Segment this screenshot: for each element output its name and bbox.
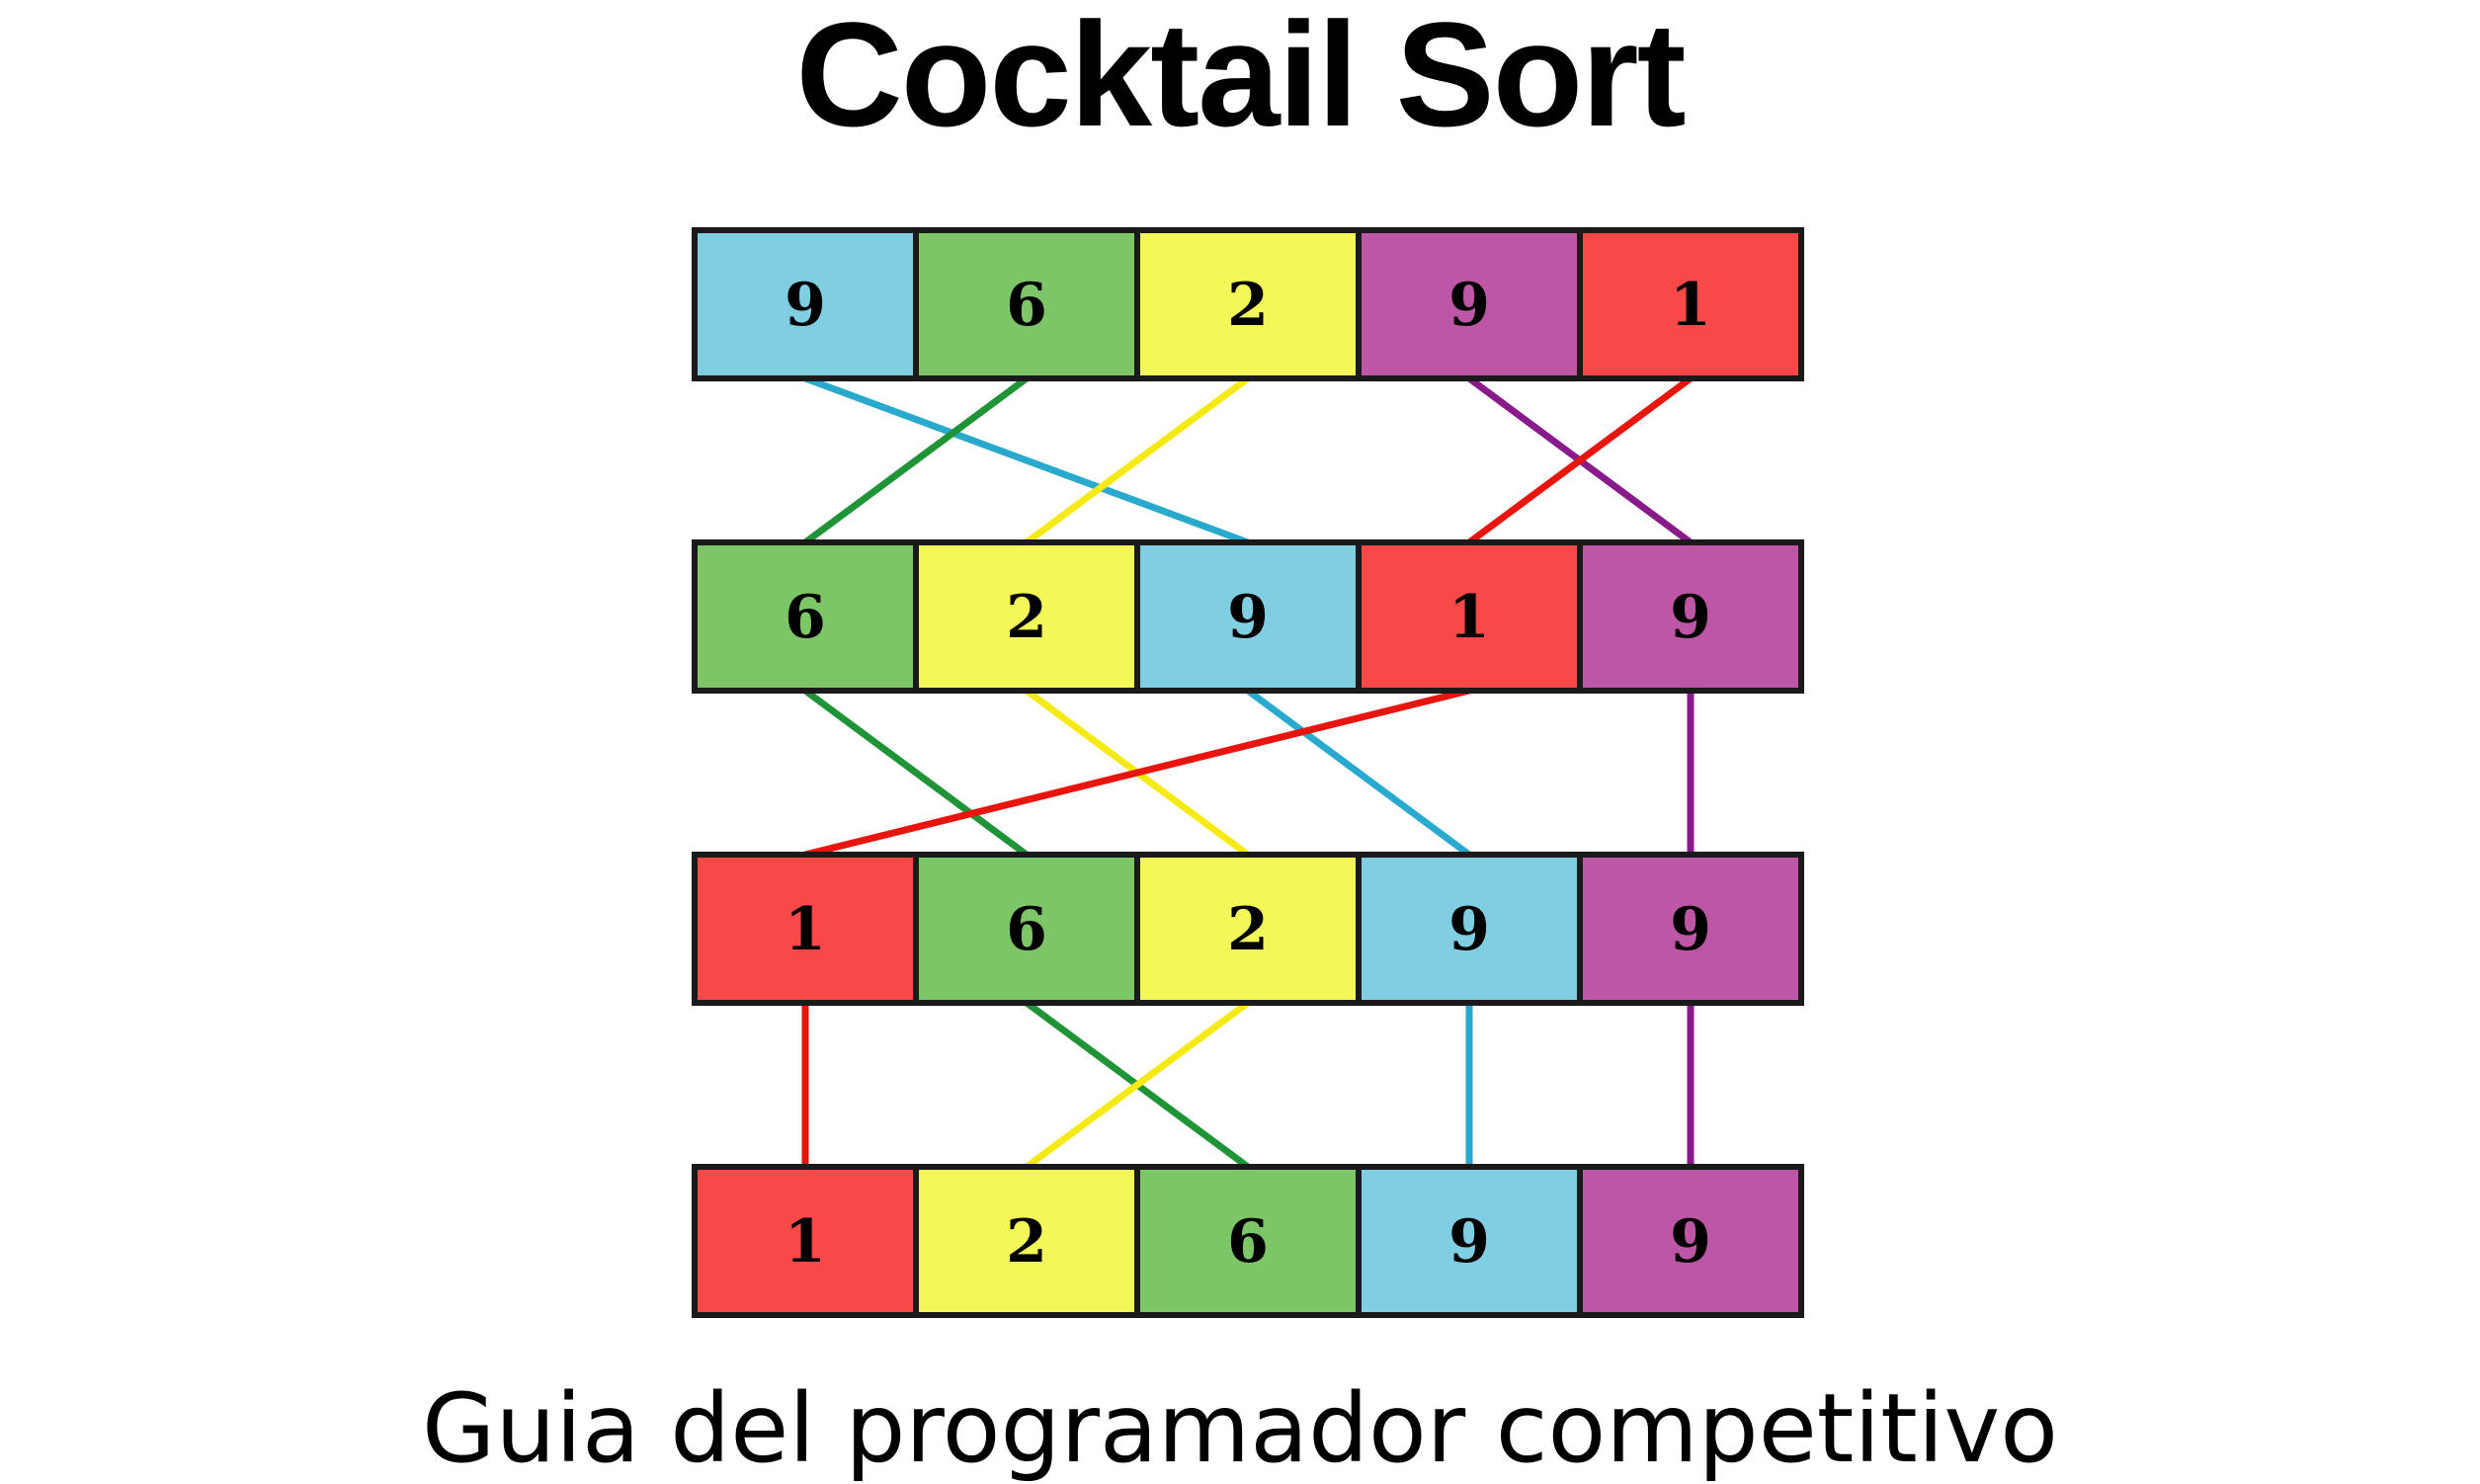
array-row-2: 6 2 9 1 9 — [692, 539, 1804, 694]
diagram-title: Cocktail Sort — [795, 0, 1686, 157]
connector-line-yellow — [1024, 375, 1251, 545]
array-cell — [1134, 1164, 1362, 1318]
array-row-1: 9 6 2 9 1 — [692, 227, 1804, 381]
cell-value: 9 — [1448, 895, 1490, 964]
connector-line-red — [1466, 375, 1694, 545]
cell-value: 9 — [1670, 895, 1711, 964]
connector-line-green — [802, 688, 1030, 858]
connector-line-red — [804, 687, 1470, 859]
cell-value: 6 — [785, 583, 826, 652]
cell-value: 2 — [1227, 271, 1269, 340]
diagram-subtitle: Guia del programador competitivo — [422, 1373, 2058, 1484]
array-cell — [692, 539, 919, 694]
array-cell — [1577, 852, 1804, 1006]
cell-value: 2 — [1227, 895, 1269, 964]
cell-value: 1 — [1670, 271, 1711, 340]
array-cell — [1134, 852, 1362, 1006]
array-cell — [1134, 539, 1362, 694]
cell-value: 6 — [1227, 1207, 1269, 1277]
connector-line-cyan — [1245, 688, 1472, 858]
cell-value: 2 — [1006, 1207, 1047, 1277]
connector-line-green — [802, 375, 1030, 545]
cell-value: 9 — [1670, 583, 1711, 652]
array-cell — [913, 1164, 1140, 1318]
connector-line-cyan — [803, 374, 1250, 546]
cell-value: 9 — [1227, 583, 1269, 652]
cell-value: 9 — [1448, 271, 1490, 340]
cell-value: 1 — [785, 1207, 826, 1277]
cell-value: 1 — [785, 895, 826, 964]
cell-value: 1 — [1448, 583, 1490, 652]
cell-value: 9 — [1670, 1207, 1711, 1277]
array-row-4: 1 2 6 9 9 — [692, 1164, 1804, 1318]
cell-value: 9 — [1448, 1207, 1490, 1277]
array-cell — [692, 852, 919, 1006]
array-cell — [1577, 539, 1804, 694]
array-row-3: 1 6 2 9 9 — [692, 852, 1804, 1006]
array-cell — [913, 852, 1140, 1006]
array-cell — [1577, 1164, 1804, 1318]
cell-value: 6 — [1006, 271, 1047, 340]
array-cell — [1356, 852, 1583, 1006]
connector-lines — [801, 374, 1695, 1170]
array-cell — [1577, 227, 1804, 381]
array-cell — [913, 539, 1140, 694]
array-cell — [692, 1164, 919, 1318]
cell-value: 9 — [785, 271, 826, 340]
connector-line-yellow — [1024, 1000, 1251, 1170]
cell-value: 6 — [1006, 895, 1047, 964]
cell-value: 2 — [1006, 583, 1047, 652]
